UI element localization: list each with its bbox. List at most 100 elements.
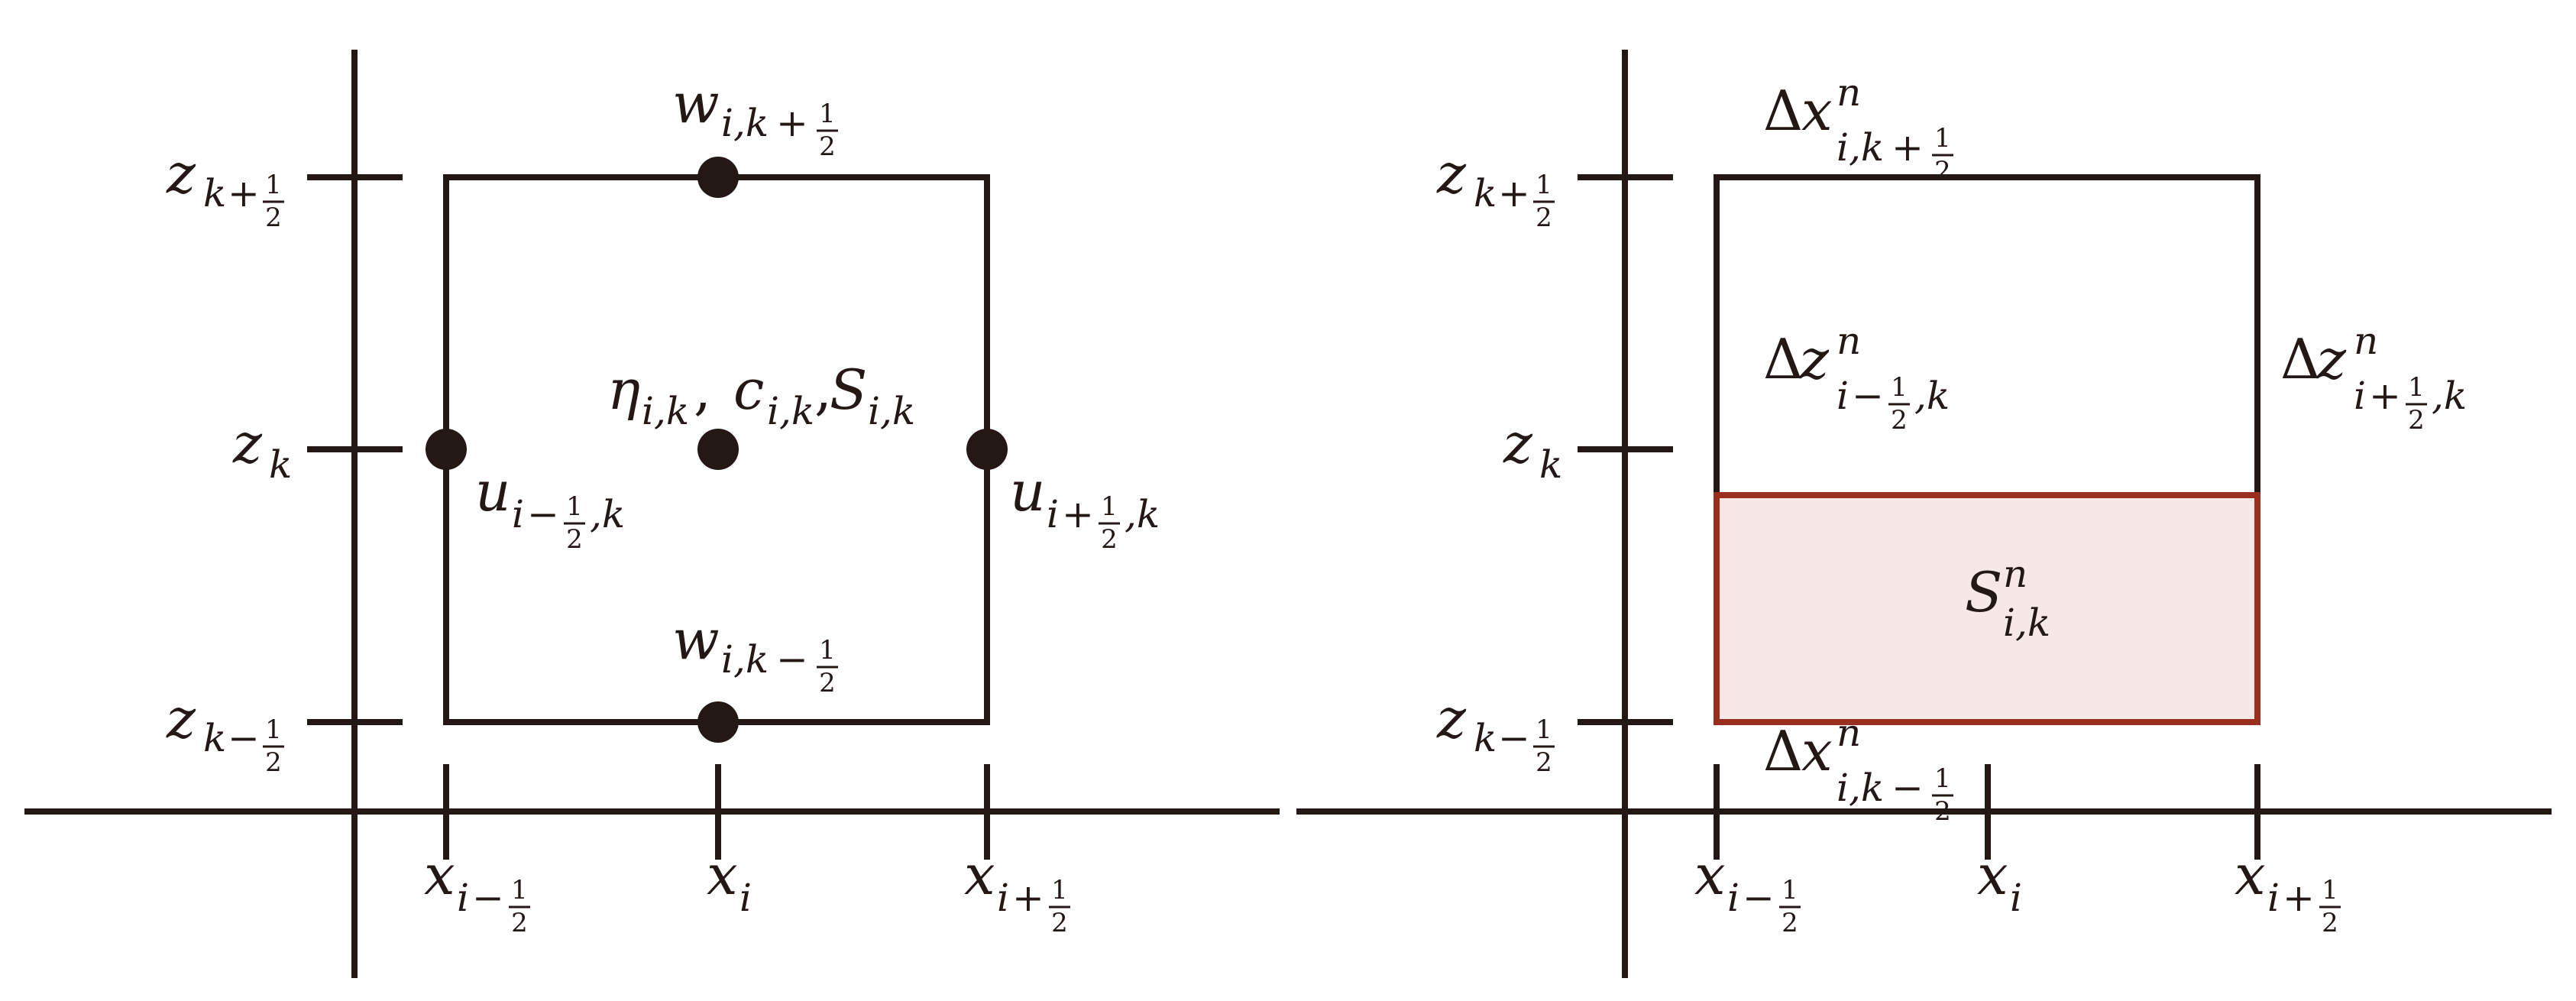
dz-base: z: [2316, 327, 2347, 391]
dz-tail: ,k: [1914, 374, 1950, 418]
sep-comma: ,: [694, 358, 711, 422]
x-base: x: [964, 843, 995, 907]
half-den: 2: [1536, 747, 1552, 778]
dz-sub: i: [2354, 374, 2366, 418]
x-base: x: [2235, 843, 2266, 907]
left-x-label-left: x i − 1 2: [424, 843, 530, 938]
z-base: z: [166, 686, 196, 750]
half-den: 2: [265, 202, 282, 233]
dz-sign: −: [1852, 374, 1884, 418]
half-den: 2: [1536, 202, 1552, 233]
half-den: 2: [819, 668, 836, 698]
delta-glyph: Δ: [1763, 79, 1803, 143]
half-num: 1: [1051, 875, 1068, 905]
half-num: 1: [2408, 372, 2425, 403]
half-num: 1: [566, 491, 583, 522]
z-sign: +: [228, 171, 260, 215]
left-x-label-mid: x i: [707, 843, 752, 920]
half-den: 2: [1891, 405, 1908, 436]
half-den: 2: [1782, 908, 1798, 938]
z-sign: −: [1498, 716, 1530, 760]
x-base: x: [1977, 843, 2008, 907]
half-den: 2: [1934, 796, 1951, 827]
s-base: S: [1965, 560, 2002, 624]
z-sign: +: [1498, 171, 1530, 215]
label-u-left: u i − 1 2 ,k: [475, 459, 625, 555]
z-sub: k: [269, 442, 292, 487]
u-base: u: [1010, 459, 1045, 523]
u-tail: ,k: [590, 492, 625, 536]
u-sub: i: [1047, 492, 1059, 536]
x-sub: i: [2010, 876, 2022, 920]
half-den: 2: [566, 524, 583, 555]
right-x-label-mid: x i: [1977, 843, 2022, 920]
z-base: z: [232, 411, 263, 475]
label-u-right: u i + 1 2 ,k: [1010, 459, 1160, 555]
z-sub: k: [203, 716, 226, 760]
left-z-label-mid: z k: [232, 411, 292, 487]
x-sub: i: [997, 876, 1009, 920]
z-sign: −: [228, 716, 260, 760]
x-base: x: [424, 843, 455, 907]
highlighted-subcell: [1714, 492, 2260, 725]
x-sub: i: [457, 876, 469, 920]
left-z-label-top: z k + 1 2: [166, 141, 284, 233]
u-tail: ,k: [1125, 492, 1160, 536]
z-base: z: [1436, 686, 1467, 750]
label-w-bottom: w i,k − 1 2: [672, 607, 838, 698]
half-den: 2: [1051, 908, 1068, 938]
c-sub: i,k: [767, 389, 814, 433]
dx-sup: n: [1837, 711, 1861, 755]
half-den: 2: [1101, 524, 1118, 555]
dx-sub: i,k: [1837, 125, 1884, 170]
z-base: z: [1503, 411, 1533, 475]
u-sign: +: [1062, 492, 1094, 536]
x-sub: i: [739, 876, 752, 920]
dx-sup: n: [1837, 70, 1861, 115]
right-z-label-mid: z k: [1503, 411, 1562, 487]
dz-sup: n: [1837, 319, 1861, 363]
dx-sub: i,k: [1837, 766, 1884, 810]
z-sub: k: [1474, 171, 1497, 215]
left-z-label-bottom: z k − 1 2: [166, 686, 284, 778]
half-num: 1: [819, 635, 836, 666]
half-num: 1: [1782, 875, 1798, 905]
right-z-label-top: z k + 1 2: [1436, 141, 1555, 233]
delta-glyph: Δ: [1763, 327, 1803, 391]
node-center: [697, 429, 739, 470]
half-den: 2: [265, 747, 282, 778]
dz-sub: i: [1837, 374, 1849, 418]
half-num: 1: [819, 99, 836, 129]
w-sign: −: [776, 637, 808, 682]
s-sup: n: [2003, 552, 2027, 596]
half-num: 1: [1934, 123, 1951, 154]
delta-glyph: Δ: [1763, 719, 1803, 783]
x-sub: i: [2267, 876, 2280, 920]
x-sign: +: [1012, 876, 1044, 920]
label-dx-top: Δ x n i,k + 1 2: [1763, 70, 1953, 186]
half-den: 2: [2322, 908, 2338, 938]
dz-tail: ,k: [2432, 374, 2467, 418]
z-base: z: [166, 141, 196, 206]
half-num: 1: [1536, 714, 1552, 745]
dz-sup: n: [2354, 319, 2378, 363]
label-s-cell: S n i,k: [1965, 552, 2050, 645]
x-base: x: [1694, 843, 1726, 907]
right-z-label-bottom: z k − 1 2: [1436, 686, 1555, 778]
w-sub: i,k: [721, 101, 769, 145]
delta-glyph: Δ: [2280, 327, 2320, 391]
w-base: w: [672, 71, 720, 135]
label-dx-bottom: Δ x n i,k − 1 2: [1763, 711, 1953, 827]
half-num: 1: [511, 875, 528, 905]
x-base: x: [707, 843, 738, 907]
half-den: 2: [819, 131, 836, 162]
half-den: 2: [511, 908, 528, 938]
half-num: 1: [1101, 491, 1118, 522]
w-sub: i,k: [721, 637, 769, 682]
half-den: 2: [2408, 405, 2425, 436]
dx-base: x: [1801, 79, 1833, 143]
left-nodes: [426, 157, 1008, 743]
c-base: c: [733, 358, 764, 422]
